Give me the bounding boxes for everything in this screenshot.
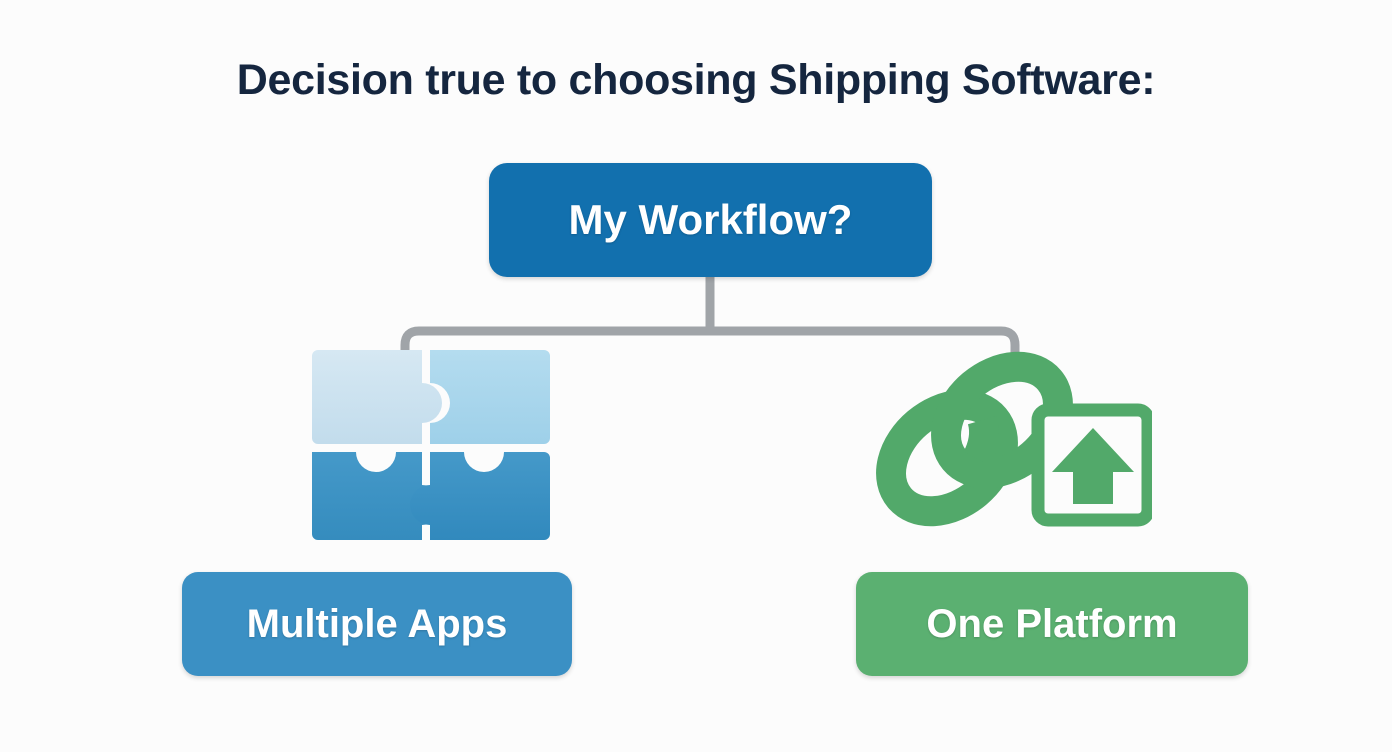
upload-arrow-icon (1052, 428, 1134, 504)
upload-square-icon (1031, 403, 1152, 527)
node-branch-one-platform[interactable]: One Platform (856, 572, 1248, 676)
puzzle-piece-top-right (430, 350, 550, 444)
node-branch-multiple-apps[interactable]: Multiple Apps (182, 572, 572, 676)
link-upload-icon (862, 348, 1152, 544)
node-root-my-workflow[interactable]: My Workflow? (489, 163, 932, 277)
node-right-label: One Platform (926, 601, 1178, 646)
puzzle-piece-bottom-right (410, 452, 550, 540)
node-root-label: My Workflow? (568, 196, 853, 243)
node-left-label: Multiple Apps (246, 601, 508, 646)
puzzle-piece-top-left (312, 350, 443, 444)
chain-interlock-overlap (963, 415, 999, 466)
page-title: Decision true to choosing Shipping Softw… (236, 56, 1156, 104)
puzzle-piece-bottom-left (312, 452, 442, 540)
puzzle-pieces-icon (310, 347, 552, 543)
